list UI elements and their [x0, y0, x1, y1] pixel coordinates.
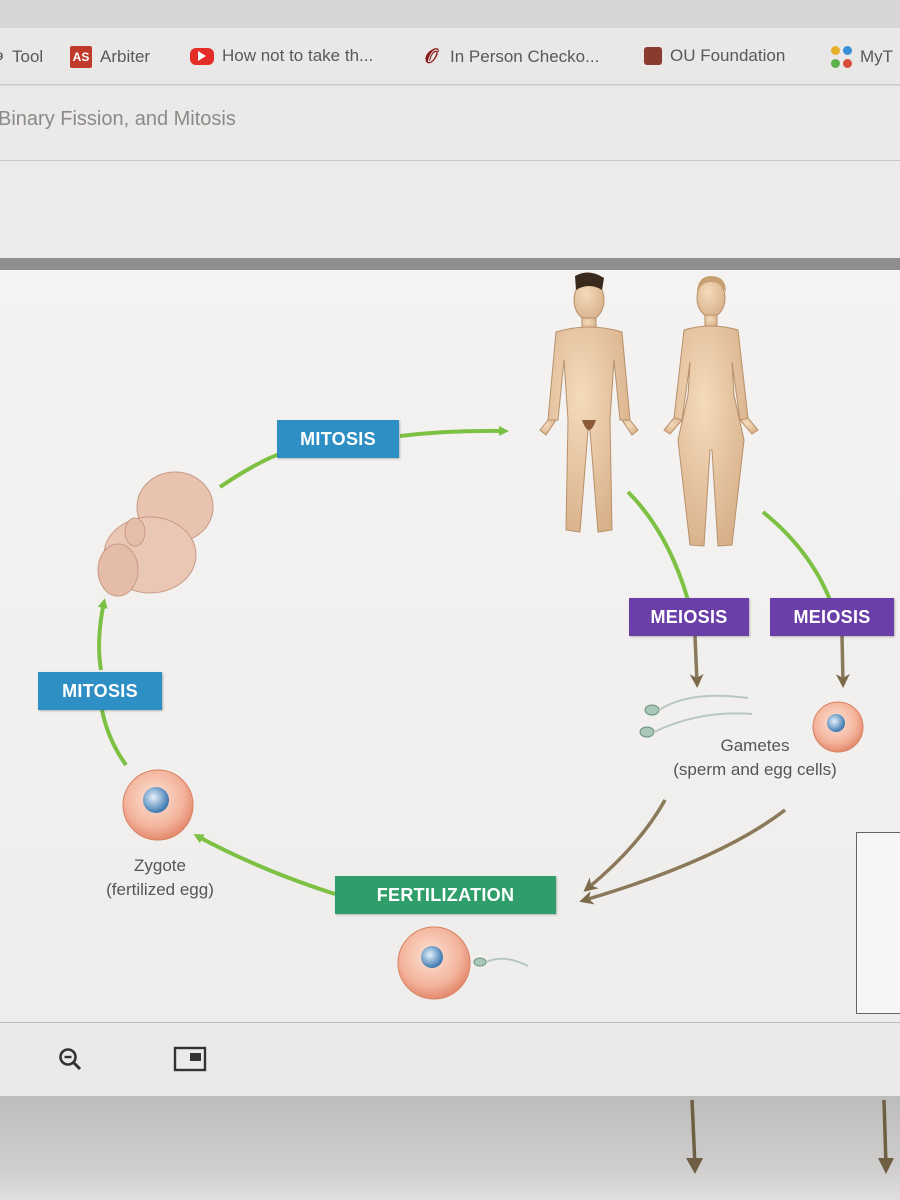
arrow-sperm-to-fert	[583, 799, 667, 892]
arrow-fert-to-zygote	[193, 834, 336, 896]
tool-icon: 9	[0, 46, 4, 68]
bookmark-label: Tool	[12, 47, 44, 66]
gametes-caption-line2: (sperm and egg cells)	[673, 760, 837, 779]
zygote-illustration	[122, 769, 194, 841]
picture-in-picture-button[interactable]	[172, 1041, 208, 1077]
page-header: Binary Fission, and Mitosis	[0, 86, 900, 161]
mitosis-label-top: MITOSIS	[277, 420, 399, 458]
bookmark-tool[interactable]: 9 Tool	[0, 46, 43, 68]
bookmark-label: MyT	[860, 47, 894, 66]
gametes-caption-line1: Gametes	[720, 736, 790, 755]
lower-content-area	[0, 1096, 900, 1200]
adult-female-figure	[663, 276, 759, 547]
arrow-female-meiosis	[761, 510, 832, 601]
bookmark-youtube[interactable]: How not to take th...	[190, 46, 373, 66]
bookmark-label: Arbiter	[100, 47, 151, 66]
figure-controls	[0, 1022, 900, 1097]
arrow-meiosis-to-egg	[835, 635, 850, 688]
arrow-zygote-to-mitosis	[100, 709, 128, 767]
youtube-icon	[190, 47, 214, 65]
fertilization-label: FERTILIZATION	[335, 876, 556, 914]
arrow-male-meiosis	[626, 490, 690, 601]
bookmark-label: In Person Checko...	[450, 47, 600, 66]
lower-arrows	[686, 1099, 894, 1174]
meiosis-label-male: MEIOSIS	[629, 598, 749, 636]
bookmarks-bar: 9 Tool AS Arbiter How not to take th... …	[0, 28, 900, 85]
bookmark-ou-foundation[interactable]: OU Foundation	[644, 46, 785, 66]
zoom-out-button[interactable]	[52, 1041, 88, 1077]
bookmark-label: How not to take th...	[222, 46, 374, 65]
arrow-egg-to-fert	[579, 808, 787, 905]
zygote-caption-line2: (fertilized egg)	[106, 880, 214, 899]
arbiter-icon: AS	[70, 46, 92, 68]
arrow-mitosis-to-adults	[399, 425, 509, 438]
bookmark-in-person[interactable]: 𝒪 In Person Checko...	[420, 45, 600, 68]
zoom-out-icon	[59, 1048, 82, 1071]
bookmark-arbiter[interactable]: AS Arbiter	[70, 46, 150, 68]
ou-logo-icon: 𝒪	[424, 45, 438, 68]
gametes-caption: Gametes (sperm and egg cells)	[630, 734, 880, 782]
arrow-mitosis-left-to-baby	[97, 598, 108, 671]
bookmark-myt[interactable]: MyT	[830, 46, 893, 68]
bookmark-label: OU Foundation	[670, 46, 786, 65]
picture-in-picture-icon	[173, 1046, 207, 1072]
egg-cell-illustration	[812, 701, 864, 753]
mitosis-label-left: MITOSIS	[38, 672, 162, 710]
foundation-icon	[644, 47, 662, 65]
apps-icon	[830, 46, 852, 68]
answer-drop-box[interactable]	[856, 832, 900, 1014]
life-cycle-figure: MITOSIS MITOSIS MEIOSIS MEIOSIS FERTILIZ…	[0, 270, 900, 1022]
sperm-cells-illustration	[639, 694, 753, 738]
adult-male-figure	[539, 272, 639, 533]
content-top-strip	[0, 161, 900, 259]
meiosis-label-female: MEIOSIS	[770, 598, 894, 636]
zygote-caption-line1: Zygote	[134, 856, 186, 875]
figure-top-border	[0, 258, 900, 270]
arrow-meiosis-to-sperm	[689, 635, 704, 688]
fertilization-illustration	[397, 926, 529, 1000]
zygote-caption: Zygote (fertilized egg)	[70, 854, 250, 902]
cycle-diagram	[97, 272, 864, 1000]
arrow-baby-to-adults	[218, 450, 286, 489]
page-title: Binary Fission, and Mitosis	[0, 108, 236, 130]
fetus-illustration	[97, 471, 214, 597]
